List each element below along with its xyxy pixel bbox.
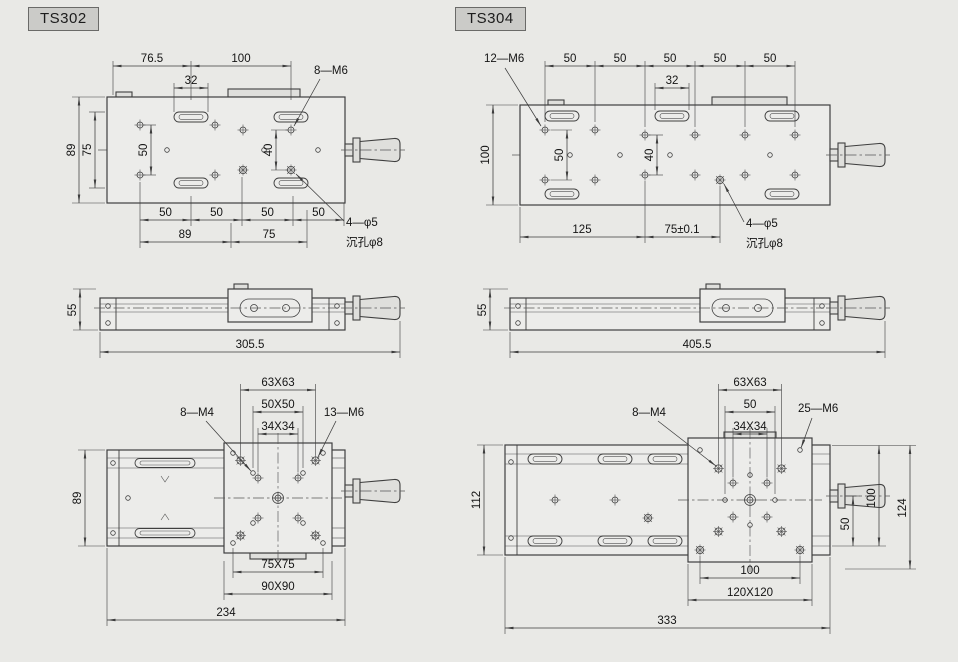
dim-label: 34X34 [733,421,767,433]
ts304-front-view: 63X63 50 34X34 8—M4 25—M6 112 [471,377,916,634]
dim-label: 100 [231,53,250,65]
stage-body [106,96,346,204]
dim-label: 234 [216,607,236,619]
dim-label: 63X63 [733,377,766,389]
ts302-top-view: 76.5 100 32 8—M6 89 75 50 [66,53,406,249]
dim-label: 32 [185,75,198,87]
ts304-side-dimensions: 55 405.5 [477,288,886,358]
carriage [227,288,313,323]
dim-label: 100 [866,488,878,507]
crank-handle [340,295,406,321]
dim-label: 40 [644,149,656,162]
dim-label: 333 [657,615,676,627]
dim-label: 50 [159,207,172,219]
model-badge-ts304: TS304 [455,7,526,31]
dim-label: 75 [82,144,94,157]
ts304-side-view: 55 405.5 [477,283,891,358]
cbore-callout: 沉孔φ8 [346,236,383,249]
ts302-side-dimensions: 55 305.5 [67,288,401,358]
dim-label: 76.5 [141,53,163,65]
dim-label: 120X120 [727,587,773,599]
thread-callout: 25—M6 [798,403,838,415]
stop-tab [115,91,133,98]
hole-callout: 4—φ5 [746,218,778,230]
dim-label: 89 [179,229,192,241]
dim-label: 50 [764,53,777,65]
dim-label: 100 [480,145,492,164]
dim-label: 405.5 [683,339,712,351]
ts302-front-dimensions: 63X63 50X50 34X34 8—M4 13—M6 89 [72,377,364,626]
dim-label: 50 [261,207,274,219]
ts302-top-dimensions: 76.5 100 32 8—M6 89 75 50 [66,53,383,249]
table-edge [227,88,301,98]
dim-label: 112 [471,491,483,509]
dim-label: 32 [666,75,679,87]
dim-label: 75X75 [261,559,294,571]
dim-label: 50 [210,207,223,219]
dim-label: 75±0.1 [664,224,699,236]
dim-label: 50 [840,518,852,531]
thread-callout: 13—M6 [324,407,364,419]
ts304-top-dimensions: 50 50 50 50 50 32 12—M6 100 50 [480,53,796,250]
model-badge-ts302: TS302 [28,7,99,31]
crank-handle [825,295,891,321]
thread-callout: 8—M4 [180,407,214,419]
dim-label: 40 [263,144,275,157]
dim-label: 75 [263,229,276,241]
dim-label: 90X90 [261,581,294,593]
dim-label: 50 [138,144,150,157]
carriage [699,288,786,323]
thread-callout: 8—M6 [314,65,348,77]
dim-label: 89 [72,492,84,505]
crank-handle [340,137,406,163]
dim-label: 305.5 [236,339,265,351]
dim-label: 124 [897,498,909,518]
dim-label: 50 [614,53,627,65]
dim-label: 50 [564,53,577,65]
ts302-front-view: 63X63 50X50 34X34 8—M4 13—M6 89 [72,377,406,626]
crank-handle [825,142,891,168]
ts302-side-view: 55 305.5 [67,283,406,358]
cbore-callout: 沉孔φ8 [746,237,783,250]
dim-label: 50 [744,399,757,411]
dim-label: 55 [67,304,79,317]
dim-label: 125 [572,224,591,236]
dim-label: 55 [477,304,489,317]
hole-callout: 4—φ5 [346,217,378,229]
dim-label: 63X63 [261,377,294,389]
dim-label: 89 [66,144,78,157]
thread-callout: 12—M6 [484,53,524,65]
dim-label: 50 [312,207,325,219]
crank-handle [340,478,406,504]
dim-label: 50 [664,53,677,65]
ts304-front-dimensions: 63X63 50 34X34 8—M4 25—M6 112 [471,377,916,634]
dim-label: 50 [554,149,566,162]
dim-label: 100 [740,565,759,577]
ts304-top-view: 50 50 50 50 50 32 12—M6 100 50 [480,53,891,250]
dim-label: 50X50 [261,399,294,411]
thread-callout: 8—M4 [632,407,666,419]
stage-body [519,104,831,206]
dim-label: 34X34 [261,421,295,433]
dim-label: 50 [714,53,727,65]
